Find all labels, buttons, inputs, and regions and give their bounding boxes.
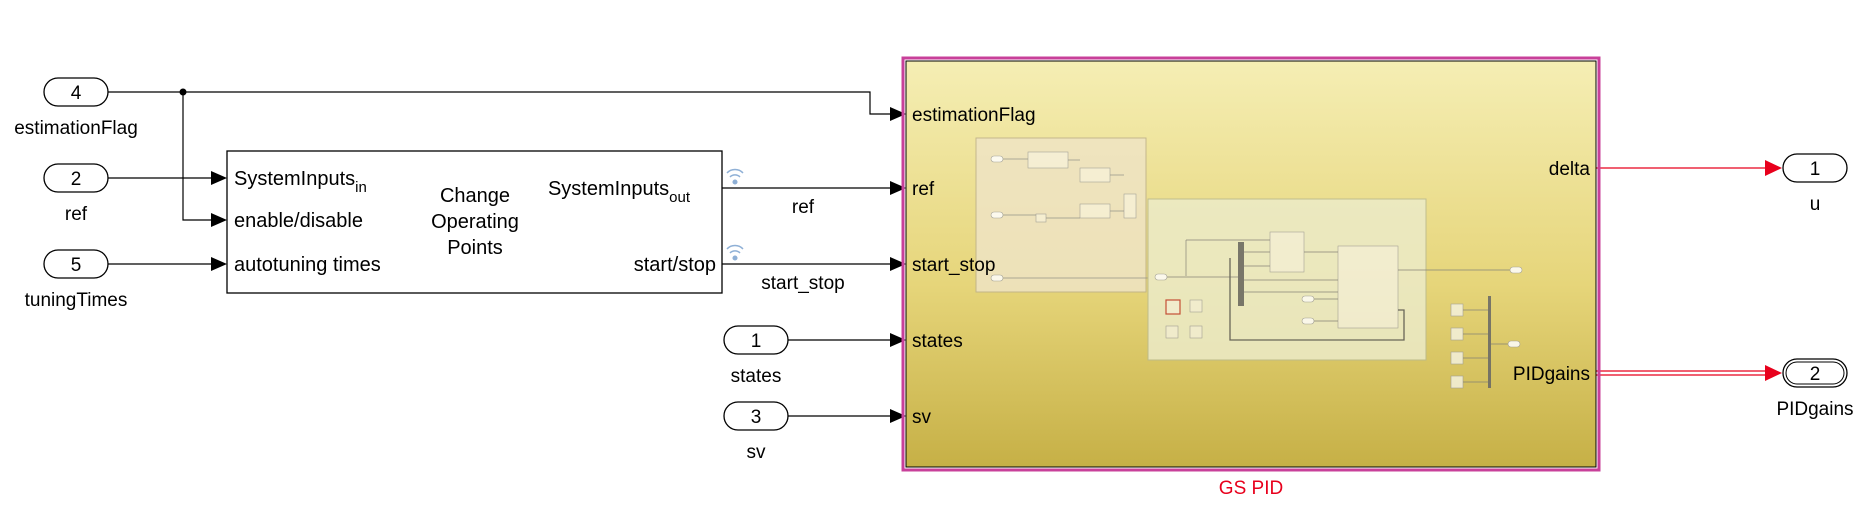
- inport-tuningtimes[interactable]: 5 tuningTimes: [25, 249, 128, 311]
- port-label-enable-disable: enable/disable: [234, 210, 363, 232]
- subsystem-preview: [975, 137, 1523, 389]
- gs-pid-port-pidgains: PIDgains: [1513, 364, 1590, 385]
- inport-number: 1: [751, 331, 762, 352]
- wire-estimationflag-branch[interactable]: [182, 92, 211, 221]
- port-label-systeminputs-in: SystemInputsin: [234, 168, 367, 196]
- gs-pid-port-estimationflag: estimationFlag: [912, 105, 1036, 126]
- block-title-line: Operating: [431, 211, 519, 233]
- inport-number: 5: [71, 255, 82, 276]
- inport-label: ref: [65, 204, 88, 225]
- inport-sv[interactable]: 3 sv: [723, 401, 789, 463]
- gs-pid-port-states: states: [912, 331, 963, 352]
- signal-log-icon[interactable]: [726, 244, 744, 261]
- port-label-autotuning-times: autotuning times: [234, 254, 381, 276]
- outport-u[interactable]: 1 u: [1782, 153, 1848, 215]
- inport-number: 4: [71, 83, 82, 104]
- port-label-systeminputs-out: SystemInputsout: [548, 178, 691, 206]
- gs-pid-block-name: GS PID: [1219, 478, 1283, 499]
- outport-label: PIDgains: [1776, 399, 1853, 420]
- change-operating-points-block[interactable]: SystemInputsin enable/disable autotuning…: [226, 150, 723, 294]
- outport-number: 2: [1810, 364, 1821, 385]
- arrowheads-red: [1765, 160, 1782, 381]
- output-wires: [1596, 167, 1765, 376]
- gs-pid-port-ref: ref: [912, 179, 935, 200]
- signal-label-start-stop: start_stop: [761, 273, 844, 294]
- block-title-line: Points: [447, 237, 503, 259]
- inport-estimationflag[interactable]: 4 estimationFlag: [14, 77, 138, 139]
- gs-pid-port-start-stop: start_stop: [912, 255, 995, 276]
- block-title-line: Change: [440, 185, 510, 207]
- wires: [108, 91, 890, 417]
- outport-pidgains[interactable]: 2 PIDgains: [1776, 358, 1854, 420]
- inport-label: states: [731, 366, 782, 387]
- gs-pid-port-delta: delta: [1549, 159, 1591, 180]
- inport-number: 3: [751, 407, 762, 428]
- branch-point: [179, 88, 187, 96]
- signal-log-icon[interactable]: [726, 168, 744, 185]
- inport-ref[interactable]: 2 ref: [43, 163, 109, 225]
- wire-estimationflag[interactable]: [108, 91, 890, 115]
- outport-number: 1: [1810, 159, 1821, 180]
- inport-label: tuningTimes: [25, 290, 128, 311]
- outport-label: u: [1810, 194, 1821, 215]
- inport-number: 2: [71, 169, 82, 190]
- gs-pid-port-sv: sv: [912, 407, 932, 428]
- inport-label: sv: [747, 442, 767, 463]
- inport-label: estimationFlag: [14, 118, 138, 139]
- inport-states[interactable]: 1 states: [723, 325, 789, 387]
- signal-label-ref: ref: [792, 197, 815, 218]
- port-label-start-stop: start/stop: [634, 254, 716, 276]
- arrowheads: [211, 107, 906, 423]
- gs-pid-subsystem[interactable]: estimationFlag ref start_stop states sv …: [901, 56, 1601, 472]
